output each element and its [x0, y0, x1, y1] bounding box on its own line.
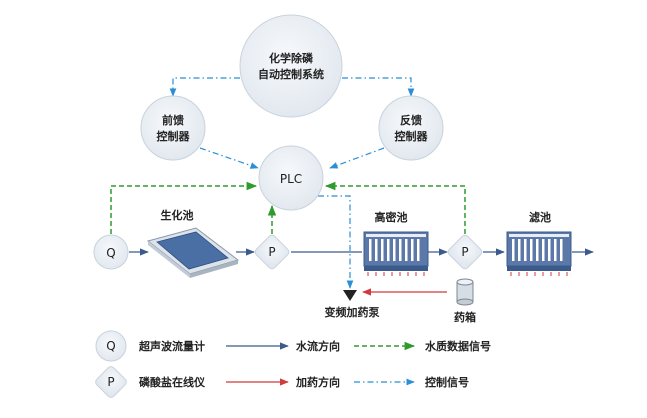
feedback-label-line2: 控制器 — [395, 129, 429, 143]
legend-p-label: 磷酸盐在线仪 — [139, 375, 206, 389]
legend-p-symbol — [95, 366, 127, 398]
system-node-label-line1: 化学除磷 — [269, 51, 314, 65]
feedforward-label-line2: 控制器 — [157, 129, 191, 143]
quality-line-p-right-to-plc — [324, 181, 466, 234]
dosing-pump-label: 变频加药泵 — [325, 305, 380, 319]
feedforward-label-line1: 前馈 — [162, 113, 184, 127]
plc-label: PLC — [280, 172, 302, 186]
phosphate-analyzer-right: P — [447, 234, 483, 270]
bio-tank-label: 生化池 — [161, 208, 194, 222]
legend-water-flow-item: 水流方向 — [226, 339, 340, 353]
legend-dosing-item: 加药方向 — [226, 375, 340, 389]
quality-line-q-to-plc — [110, 181, 258, 234]
high-density-tank-icon — [363, 231, 429, 276]
control-line-system-to-feedforward — [169, 77, 240, 97]
flow-meter-q-label: Q — [106, 246, 115, 260]
control-signal-lines — [169, 77, 415, 289]
legend-q-item: Q 超声波流量计 — [95, 330, 205, 362]
legend-water-flow-label: 水流方向 — [296, 339, 340, 353]
control-line-feedforward-to-plc — [199, 147, 259, 169]
legend-control-signal-label: 控制信号 — [425, 375, 469, 389]
system-node-label-line2: 自动控制系统 — [258, 67, 324, 81]
feedforward-controller-node: 前馈 控制器 — [140, 95, 206, 161]
phosphate-analyzer-left: P — [254, 234, 290, 270]
control-line-feedback-to-plc — [329, 147, 385, 169]
control-line-plc-to-pump — [318, 195, 354, 289]
high-density-tank-label: 高密池 — [375, 210, 408, 224]
legend-q-symbol-text: Q — [106, 339, 115, 353]
legend-quality-signal-label: 水质数据信号 — [425, 339, 491, 353]
phosphate-analyzer-left-label: P — [268, 245, 275, 259]
legend-p-item: P 磷酸盐在线仪 — [95, 366, 206, 398]
quality-signal-lines — [110, 181, 466, 234]
phosphate-analyzer-right-label: P — [461, 245, 468, 259]
control-line-system-to-feedback — [342, 77, 415, 97]
legend-dosing-label: 加药方向 — [295, 375, 340, 389]
legend-q-symbol — [95, 330, 127, 362]
system-node: 化学除磷 自动控制系统 — [239, 14, 343, 118]
legend: Q 超声波流量计 水流方向 水质数据信号 P 磷酸盐在线仪 加药方向 控制信号 — [95, 330, 491, 398]
chemical-tank-icon — [456, 278, 474, 306]
filter-tank-icon — [506, 231, 572, 276]
dosing-pump-icon — [343, 290, 357, 301]
chemical-tank-label: 药箱 — [454, 310, 476, 324]
filter-tank-label: 滤池 — [529, 210, 551, 224]
legend-q-label: 超声波流量计 — [138, 339, 205, 353]
legend-quality-signal-item: 水质数据信号 — [354, 339, 491, 353]
feedback-label-line1: 反馈 — [400, 113, 422, 127]
plc-node: PLC — [258, 145, 324, 211]
flow-meter-q-node: Q — [93, 234, 129, 270]
legend-p-symbol-text: P — [107, 375, 114, 389]
bio-tank-icon — [146, 227, 240, 278]
feedback-controller-node: 反馈 控制器 — [378, 95, 444, 161]
legend-control-signal-item: 控制信号 — [354, 375, 469, 389]
